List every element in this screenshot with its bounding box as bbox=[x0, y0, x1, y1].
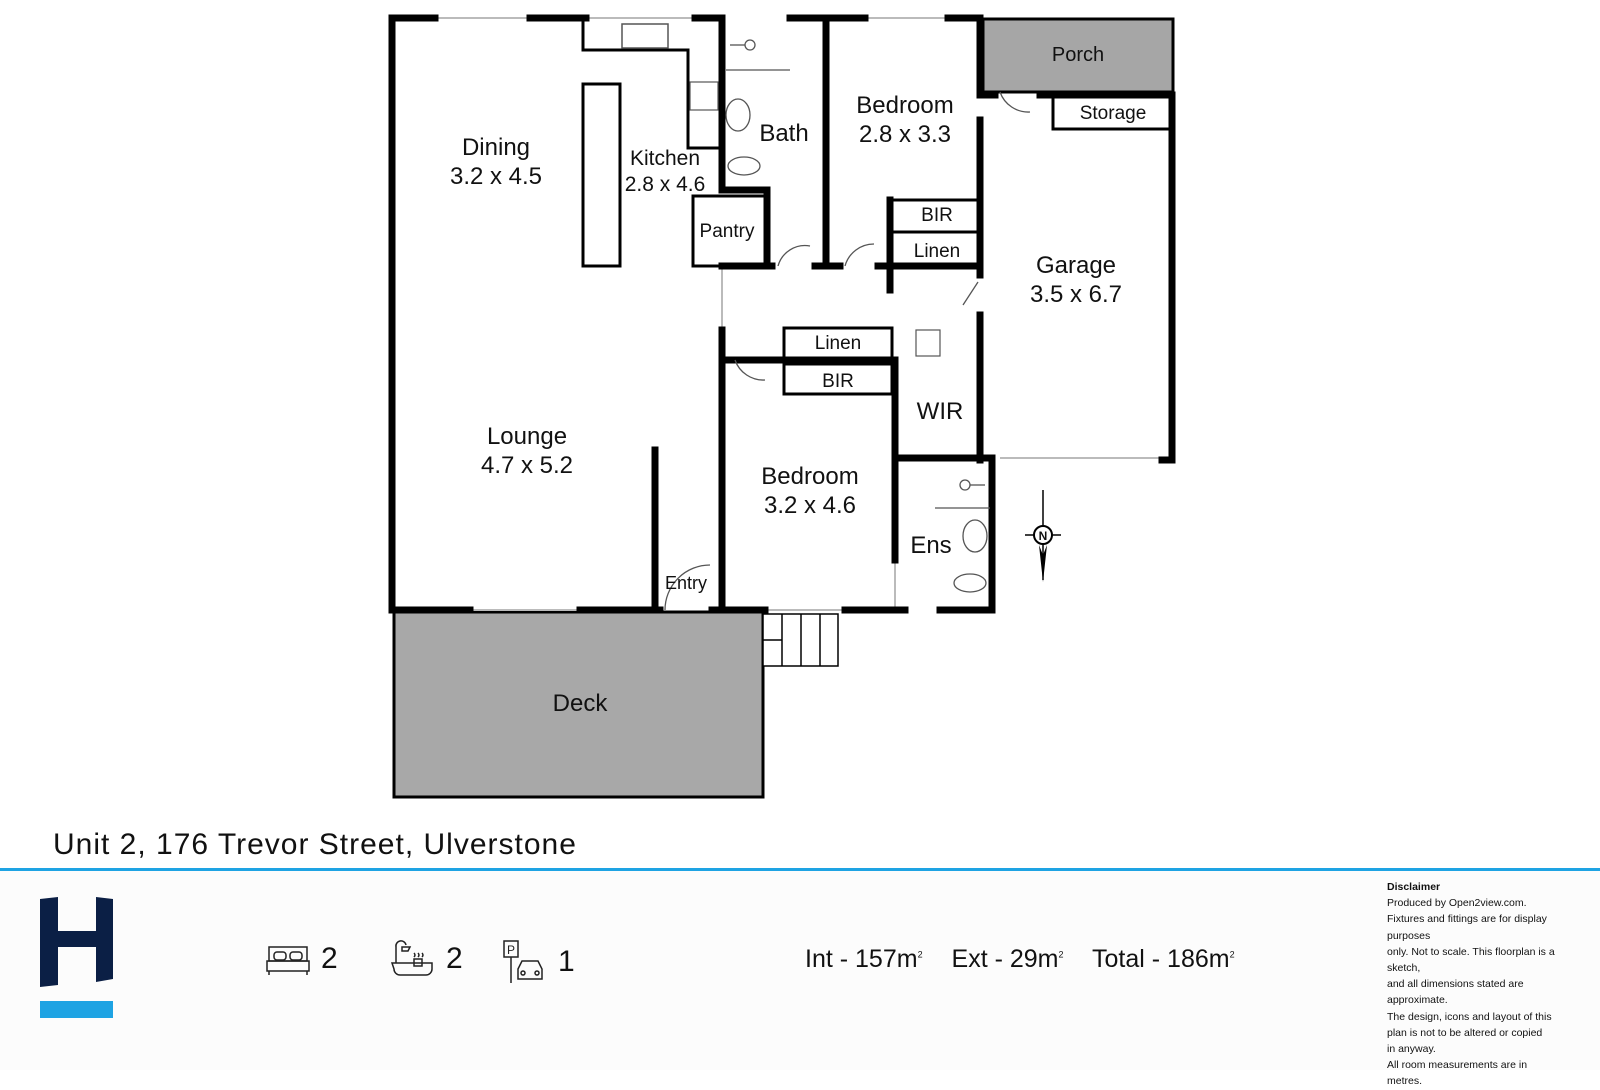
entry-label: Entry bbox=[665, 573, 707, 593]
bedroom2-label: Bedroom bbox=[761, 463, 858, 490]
porch-label: Porch bbox=[1052, 44, 1104, 66]
area-summary: Int - 157m2 Ext - 29m2 Total - 186m2 bbox=[805, 945, 1257, 974]
walls bbox=[388, 14, 1176, 614]
disclaimer-line: The design, icons and layout of this bbox=[1387, 1010, 1552, 1023]
bedroom1-size: 2.8 x 3.3 bbox=[859, 121, 951, 148]
bath-icon bbox=[390, 940, 433, 976]
deck-label: Deck bbox=[553, 690, 609, 717]
ens-label: Ens bbox=[910, 532, 951, 559]
cabinetry bbox=[581, 18, 1172, 396]
footer: 2 2 P 1 Int - 157m2 Ext - 29m2 Total - 1… bbox=[0, 868, 1600, 1087]
disclaimer-line: All room measurements are in bbox=[1387, 1059, 1528, 1072]
pantry-label: Pantry bbox=[700, 221, 755, 242]
floor-plan: N Dining 3.2 x 4.5 Kitchen 2.8 x 4.6 Bat… bbox=[388, 14, 1176, 799]
property-address: Unit 2, 176 Trevor Street, Ulverstone bbox=[53, 828, 577, 861]
disclaimer-line: and all dimensions stated are approximat… bbox=[1387, 978, 1524, 1007]
garage-size: 3.5 x 6.7 bbox=[1030, 281, 1122, 308]
bedroom1-label: Bedroom bbox=[856, 92, 953, 119]
storage-label: Storage bbox=[1080, 103, 1147, 124]
external-area: Ext - 29m2 bbox=[951, 945, 1064, 973]
bedroom2-size: 3.2 x 4.6 bbox=[764, 492, 856, 519]
parking-count: 1 bbox=[558, 945, 575, 978]
total-area: Total - 186m2 bbox=[1092, 945, 1235, 973]
bath-label: Bath bbox=[759, 120, 808, 147]
parking-feature: P 1 bbox=[502, 939, 575, 985]
disclaimer-line: plan is not to be altered or copied bbox=[1387, 1026, 1543, 1039]
fixtures bbox=[664, 39, 1031, 611]
internal-area: Int - 157m2 bbox=[805, 945, 923, 973]
disclaimer-title: Disclaimer bbox=[1387, 881, 1441, 893]
lounge-size: 4.7 x 5.2 bbox=[481, 452, 573, 479]
deck-area bbox=[392, 610, 765, 799]
disclaimer-line: metres. bbox=[1387, 1075, 1423, 1088]
steps bbox=[762, 613, 839, 667]
kitchen-label: Kitchen bbox=[630, 147, 700, 170]
garage-label: Garage bbox=[1036, 252, 1116, 279]
room-labels: Dining 3.2 x 4.5 Kitchen 2.8 x 4.6 Bath … bbox=[450, 44, 1146, 717]
bathrooms-count: 2 bbox=[446, 942, 463, 975]
linen1-label: Linen bbox=[914, 241, 961, 262]
brand-logo bbox=[40, 897, 113, 1018]
compass-label: N bbox=[1039, 529, 1048, 543]
bir2-label: BIR bbox=[822, 371, 854, 392]
dining-label: Dining bbox=[462, 134, 530, 161]
svg-text:P: P bbox=[507, 943, 515, 957]
disclaimer-line: Produced by Open2view.com. bbox=[1387, 897, 1527, 910]
parking-car-icon: P bbox=[503, 940, 543, 983]
disclaimer: Disclaimer Produced by Open2view.com. Fi… bbox=[1387, 879, 1587, 1090]
disclaimer-line: Fixtures and fittings are for display pu… bbox=[1387, 913, 1547, 942]
disclaimer-line: only. Not to scale. This floorplan is a … bbox=[1387, 945, 1555, 975]
bathrooms-feature: 2 bbox=[390, 939, 463, 979]
lounge-label: Lounge bbox=[487, 423, 567, 450]
linen2-label: Linen bbox=[815, 333, 862, 354]
bedrooms-count: 2 bbox=[321, 942, 338, 975]
bedrooms-feature: 2 bbox=[265, 939, 338, 979]
dining-size: 3.2 x 4.5 bbox=[450, 163, 542, 190]
bir1-label: BIR bbox=[921, 205, 953, 226]
kitchen-size: 2.8 x 4.6 bbox=[625, 173, 706, 196]
disclaimer-line: in anyway. bbox=[1387, 1043, 1436, 1056]
bed-icon bbox=[266, 946, 310, 975]
windows bbox=[391, 17, 1165, 611]
wir-label: WIR bbox=[917, 398, 964, 425]
compass-icon: N bbox=[1025, 490, 1061, 582]
